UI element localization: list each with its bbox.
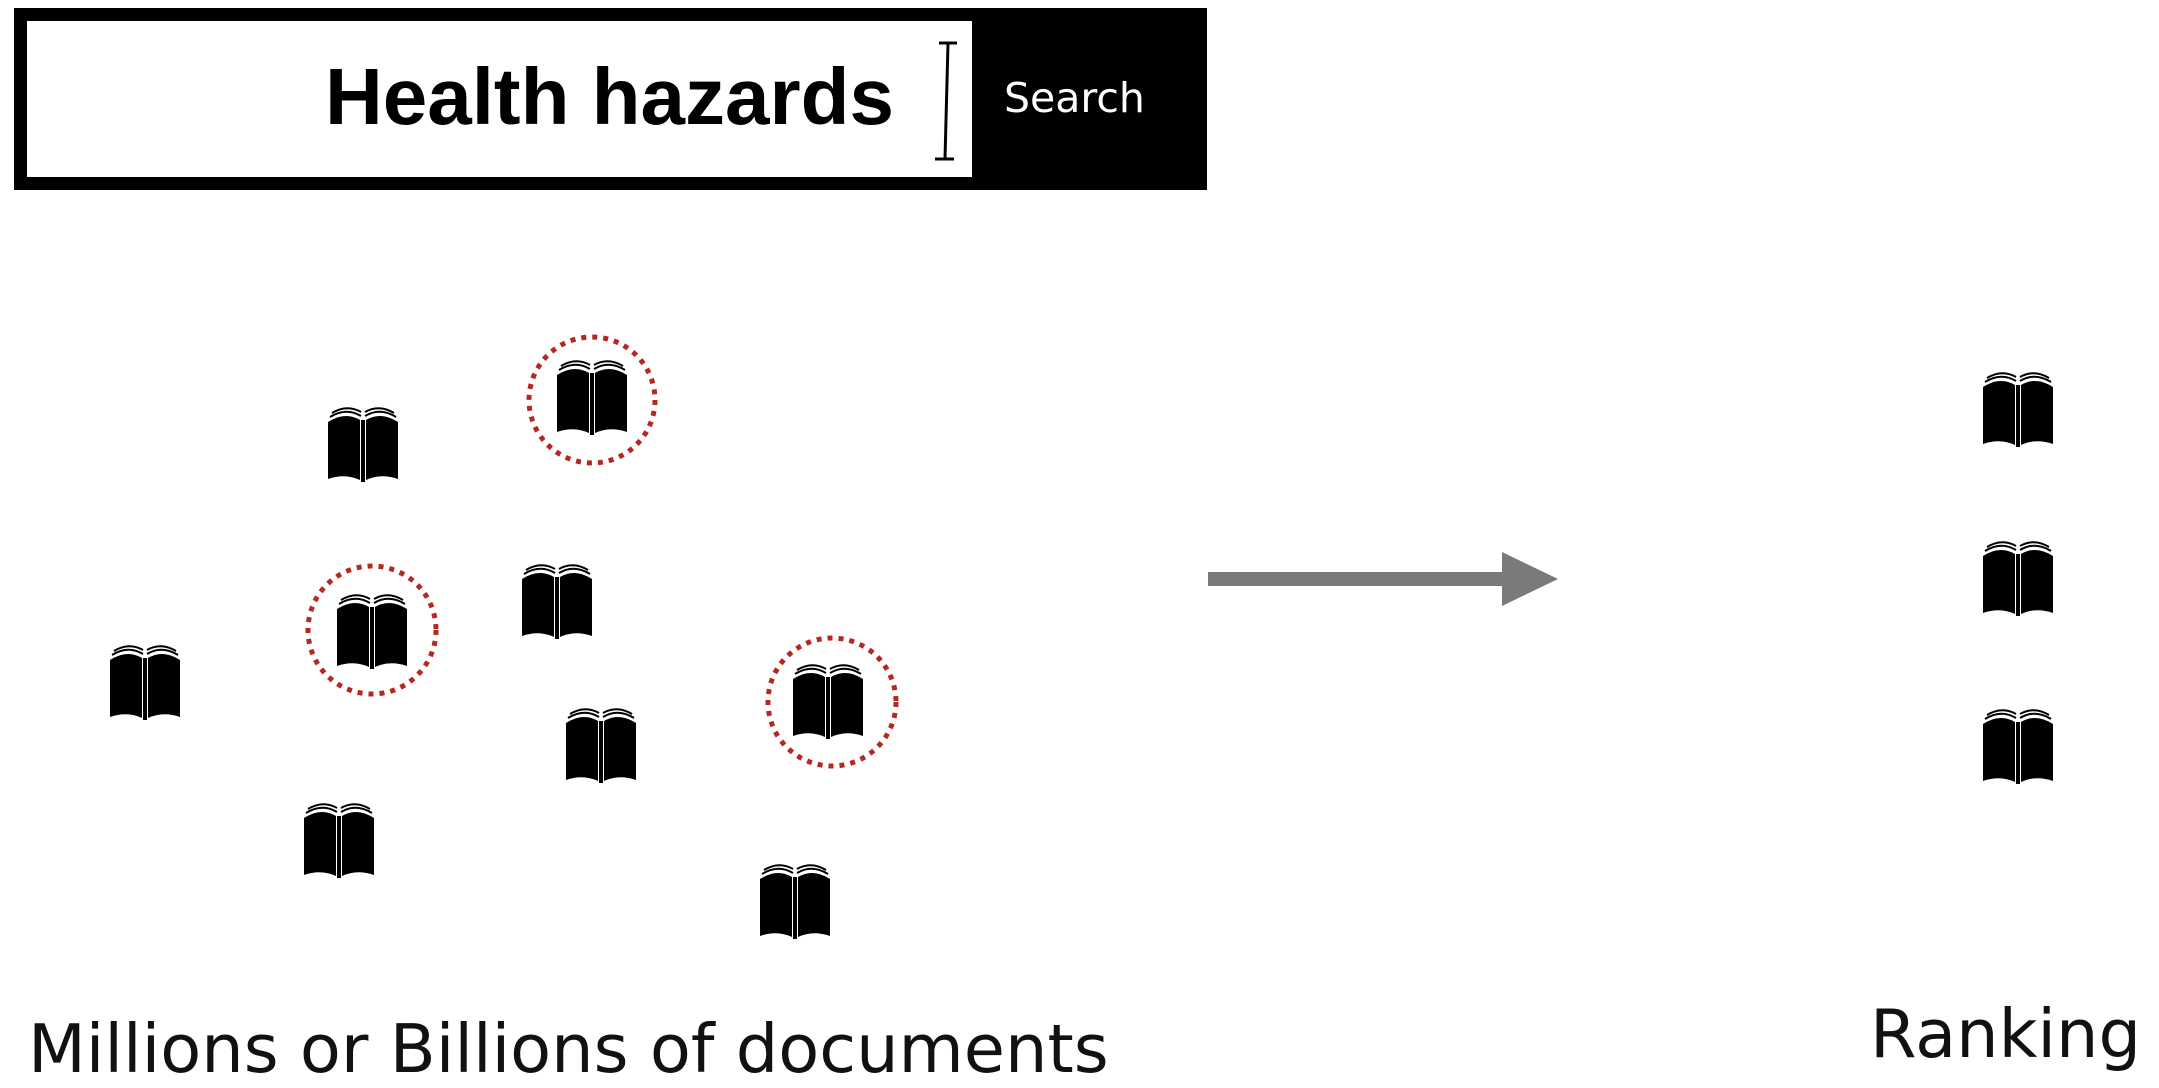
search-button[interactable]: Search <box>972 8 1207 190</box>
arrow-right-icon <box>1208 552 1558 606</box>
highlight-circle <box>765 635 899 769</box>
book-icon <box>1982 541 2054 617</box>
book-icon <box>556 360 628 436</box>
book-icon <box>521 564 593 640</box>
book-icon <box>1982 372 2054 448</box>
text-cursor-icon <box>935 41 957 161</box>
book-icon <box>336 594 408 670</box>
documents-label: Millions or Billions of documents <box>28 1010 1109 1088</box>
book-icon <box>792 664 864 740</box>
book-icon <box>565 708 637 784</box>
book-icon <box>1982 709 2054 785</box>
highlight-circle <box>305 563 439 697</box>
search-bar: Health hazards Search <box>14 8 1207 190</box>
highlight-circle <box>526 334 658 466</box>
ranking-label: Ranking <box>1870 995 2142 1073</box>
book-icon <box>327 407 399 483</box>
book-icon <box>303 803 375 879</box>
book-icon <box>759 864 831 940</box>
search-input[interactable]: Health hazards <box>324 52 894 141</box>
book-icon <box>109 645 181 721</box>
